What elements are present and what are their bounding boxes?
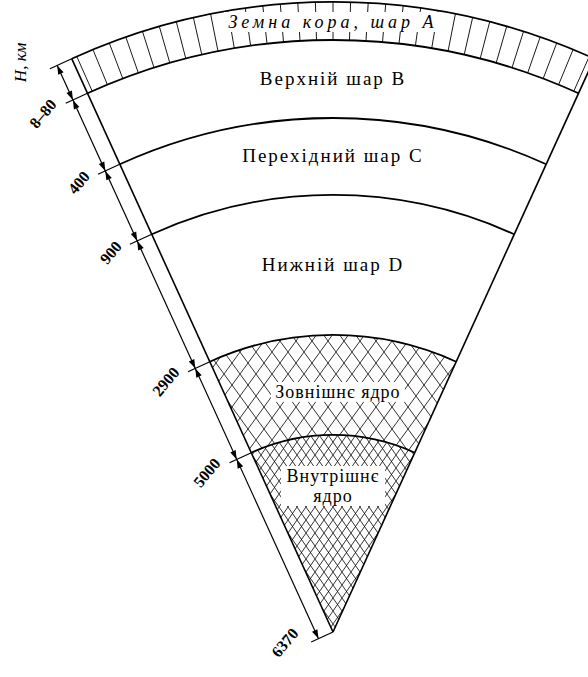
dimension-arrowhead bbox=[57, 65, 63, 74]
crust-hatch bbox=[480, 22, 490, 59]
crust-hatch bbox=[109, 43, 123, 79]
crust-hatch bbox=[448, 14, 455, 51]
dimension-arrowhead bbox=[67, 91, 73, 100]
outer-core-hatch bbox=[210, 335, 456, 453]
depth-value: 8–80 bbox=[26, 95, 60, 131]
dimension-arrowhead bbox=[99, 162, 106, 171]
axis-title: H, км bbox=[12, 42, 31, 82]
crust-hatch bbox=[496, 26, 507, 63]
dimension-arrowhead bbox=[237, 459, 244, 468]
depth-value: 2900 bbox=[148, 364, 182, 400]
upper-layer-band: Верхній шар B bbox=[260, 68, 406, 89]
crust-hatch bbox=[211, 14, 218, 51]
depth-value: 6370 bbox=[267, 625, 301, 661]
wedge-ground bbox=[72, 2, 588, 632]
inner-core-hatch bbox=[251, 435, 414, 632]
depth-value: 900 bbox=[96, 238, 125, 268]
crust-band: Земна кора, шар A bbox=[224, 12, 441, 32]
dimension-arrowhead bbox=[312, 629, 318, 638]
dimension-arrowhead bbox=[230, 450, 236, 460]
outer-core-band: Зовнішнє ядро bbox=[271, 382, 404, 402]
crust-hatch bbox=[143, 32, 155, 68]
layer-boundary bbox=[210, 335, 456, 362]
dimension-arrowhead bbox=[189, 359, 196, 369]
layer-boundary bbox=[152, 195, 514, 234]
layer-boundary bbox=[72, 2, 588, 59]
layer-name: Внутрішнє ядро bbox=[281, 466, 385, 506]
layer-name: Зовнішнє ядро bbox=[271, 382, 404, 402]
layer-name: Нижній шар D bbox=[262, 254, 404, 275]
crust-hatch bbox=[559, 50, 574, 85]
dimension-arrowhead bbox=[73, 100, 80, 110]
dimension-arrowhead bbox=[131, 232, 137, 242]
layer-name: Перехідний шар C bbox=[242, 145, 424, 166]
dimension-arrowhead bbox=[105, 171, 112, 180]
crust-hatch bbox=[93, 50, 108, 85]
depth-value: 400 bbox=[64, 168, 93, 198]
crust-hatch bbox=[176, 22, 186, 59]
layer-boundary bbox=[88, 40, 579, 93]
crust-hatch bbox=[464, 18, 472, 55]
crust-hatch bbox=[193, 18, 201, 55]
crust-hatch bbox=[528, 37, 541, 73]
lower-layer-band: Нижній шар D bbox=[262, 254, 404, 275]
depth-value: 5000 bbox=[190, 455, 224, 491]
transition-layer-band: Перехідний шар C bbox=[242, 145, 424, 166]
layer-name: Земна кора, шар A bbox=[224, 12, 441, 32]
crust-hatch bbox=[543, 43, 557, 79]
layer-name: Верхній шар B bbox=[260, 68, 406, 89]
crust-hatch bbox=[159, 26, 170, 63]
crust-hatch bbox=[512, 32, 524, 68]
inner-core-band: Внутрішнє ядро bbox=[281, 466, 385, 506]
wedge-edge bbox=[333, 59, 588, 632]
crust-hatch bbox=[126, 37, 139, 73]
dimension-arrowhead bbox=[137, 241, 144, 250]
axis-tick bbox=[50, 59, 72, 69]
wedge-edge bbox=[72, 59, 333, 632]
crust-hatch bbox=[574, 57, 588, 92]
layer-boundary bbox=[251, 435, 414, 453]
dimension-arrowhead bbox=[195, 368, 201, 377]
